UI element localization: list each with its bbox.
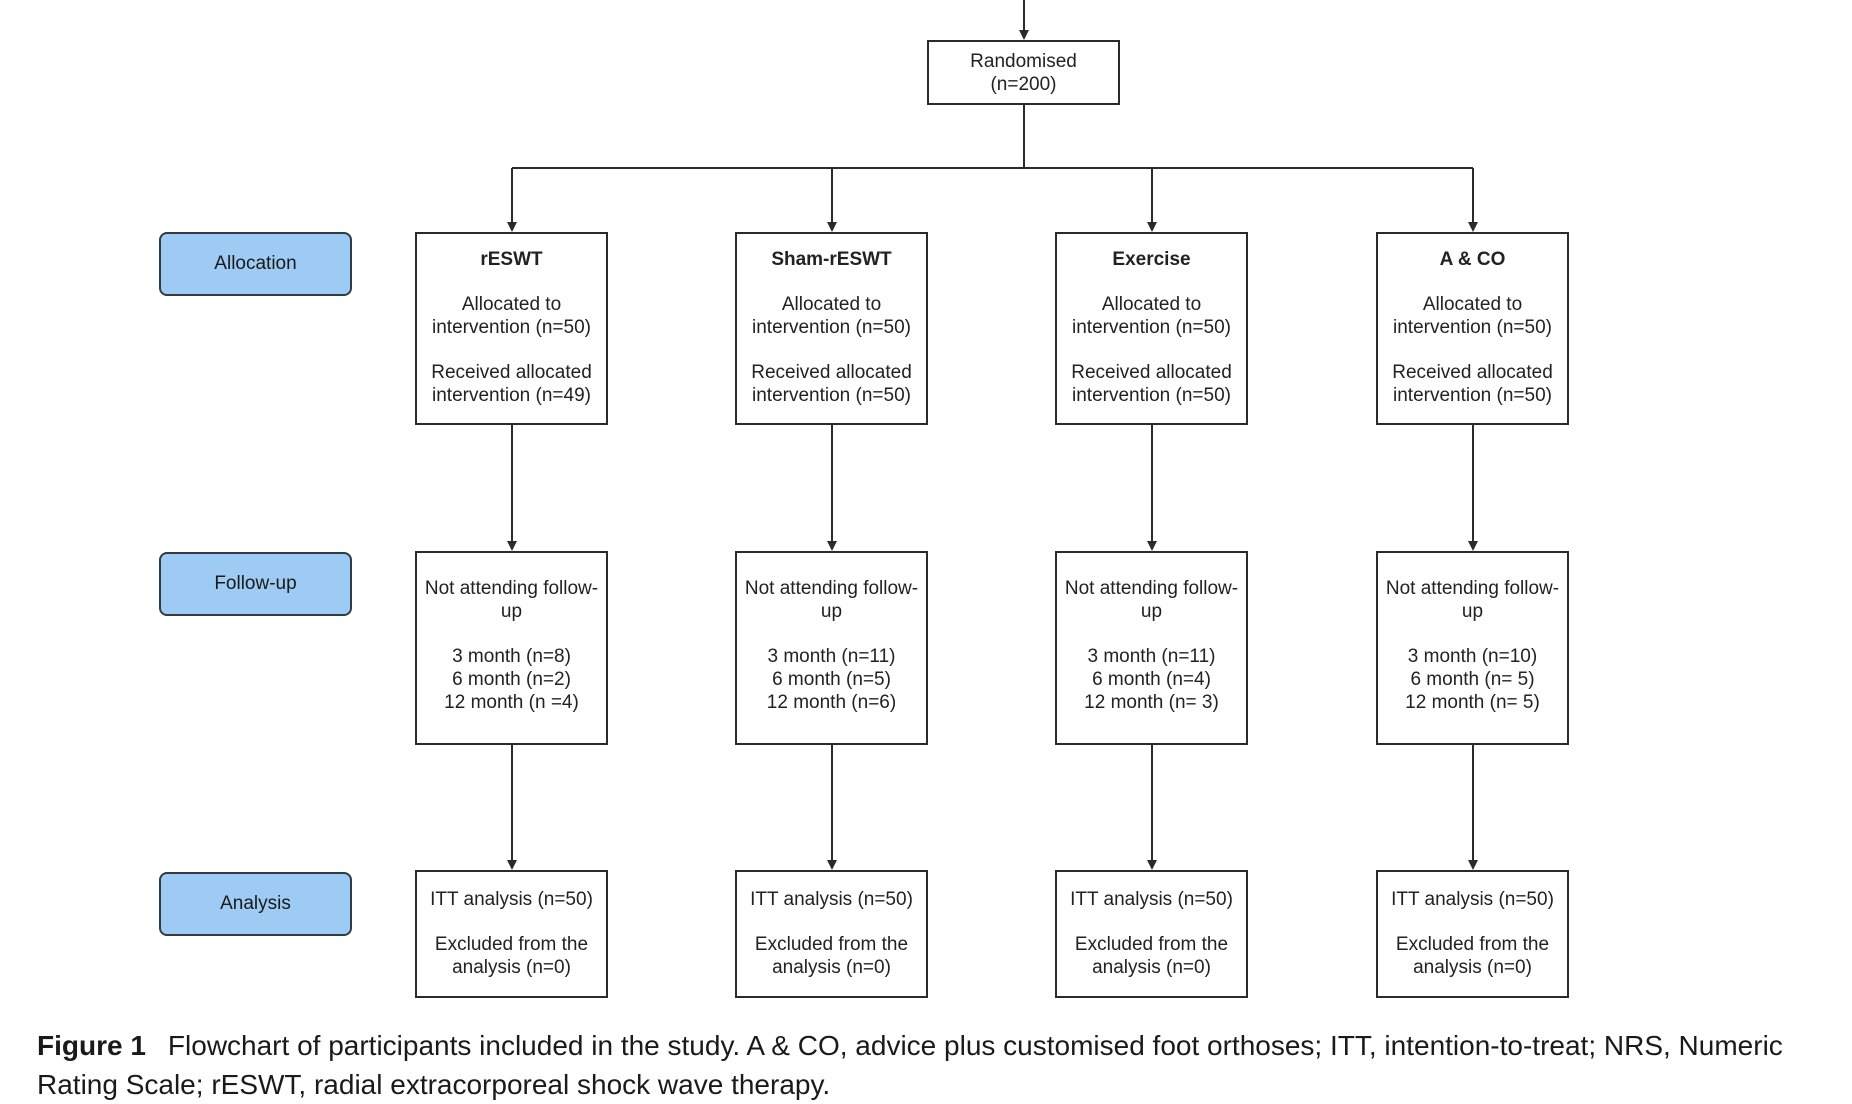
alloc-line: intervention (n=50) [752, 385, 911, 406]
followup-line: 12 month (n= 5) [1405, 692, 1540, 713]
followup-line: Not attending follow- [424, 578, 599, 599]
randomised-label: Randomised [970, 51, 1077, 72]
followup-line: 6 month (n=4) [1092, 669, 1211, 690]
arm-name: Exercise [1112, 249, 1191, 270]
randomised-box: Randomised (n=200) [927, 40, 1120, 105]
analysis-line: analysis (n=0) [1092, 957, 1211, 978]
alloc-line: Received allocated [1071, 362, 1232, 383]
alloc-line: intervention (n=50) [1072, 385, 1231, 406]
analysis-line: ITT analysis (n=50) [1070, 889, 1233, 910]
analysis-line: analysis (n=0) [772, 957, 891, 978]
followup-line: up [500, 601, 523, 622]
alloc-line: Received allocated [1392, 362, 1553, 383]
followup-line: 3 month (n=11) [1087, 646, 1216, 667]
analysis-line: Excluded from the [1074, 934, 1229, 955]
alloc-line: intervention (n=49) [432, 385, 591, 406]
followup-line: 6 month (n=5) [772, 669, 891, 690]
alloc-line: intervention (n=50) [1393, 385, 1552, 406]
followup-line: Not attending follow- [744, 578, 919, 599]
followup-line: 6 month (n=2) [452, 669, 571, 690]
analysis-line: Excluded from the [754, 934, 909, 955]
analysis-line: analysis (n=0) [1413, 957, 1532, 978]
alloc-line: intervention (n=50) [432, 317, 591, 338]
arm-name: rESWT [480, 249, 543, 270]
stage-allocation: Allocation [159, 232, 352, 296]
followup-line: 12 month (n= 3) [1084, 692, 1219, 713]
followup-line: Not attending follow- [1385, 578, 1560, 599]
figure-caption-text: Flowchart of participants included in th… [37, 1030, 1783, 1100]
followup-line: 12 month (n =4) [444, 692, 579, 713]
followup-box-a-and-co: Not attending follow-up 3 month (n=10)6 … [1376, 551, 1569, 745]
followup-line: 6 month (n= 5) [1410, 669, 1535, 690]
alloc-line: Allocated to [1101, 294, 1202, 315]
analysis-line: Excluded from the [434, 934, 589, 955]
followup-line: up [1140, 601, 1163, 622]
arm-name: Sham-rESWT [771, 249, 892, 270]
alloc-line: intervention (n=50) [752, 317, 911, 338]
stage-followup: Follow-up [159, 552, 352, 616]
alloc-line: Allocated to [461, 294, 562, 315]
analysis-line: analysis (n=0) [452, 957, 571, 978]
followup-box-reswt: Not attending follow-up 3 month (n=8)6 m… [415, 551, 608, 745]
analysis-line: ITT analysis (n=50) [1391, 889, 1554, 910]
alloc-line: Received allocated [751, 362, 912, 383]
alloc-line: intervention (n=50) [1072, 317, 1231, 338]
followup-line: up [820, 601, 843, 622]
analysis-line: Excluded from the [1395, 934, 1550, 955]
followup-box-sham-reswt: Not attending follow-up 3 month (n=11)6 … [735, 551, 928, 745]
followup-line: Not attending follow- [1064, 578, 1239, 599]
alloc-line: Allocated to [781, 294, 882, 315]
alloc-line: Received allocated [431, 362, 592, 383]
followup-line: up [1461, 601, 1484, 622]
figure-label: Figure 1 [37, 1030, 146, 1061]
stage-analysis: Analysis [159, 872, 352, 936]
followup-line: 3 month (n=8) [452, 646, 571, 667]
followup-line: 12 month (n=6) [766, 692, 897, 713]
followup-box-exercise: Not attending follow-up 3 month (n=11)6 … [1055, 551, 1248, 745]
followup-line: 3 month (n=11) [767, 646, 896, 667]
alloc-line: Allocated to [1422, 294, 1523, 315]
randomised-count: (n=200) [990, 74, 1057, 95]
analysis-line: ITT analysis (n=50) [430, 889, 593, 910]
alloc-line: intervention (n=50) [1393, 317, 1552, 338]
analysis-line: ITT analysis (n=50) [750, 889, 913, 910]
arm-name: A & CO [1439, 249, 1506, 270]
followup-line: 3 month (n=10) [1407, 646, 1538, 667]
